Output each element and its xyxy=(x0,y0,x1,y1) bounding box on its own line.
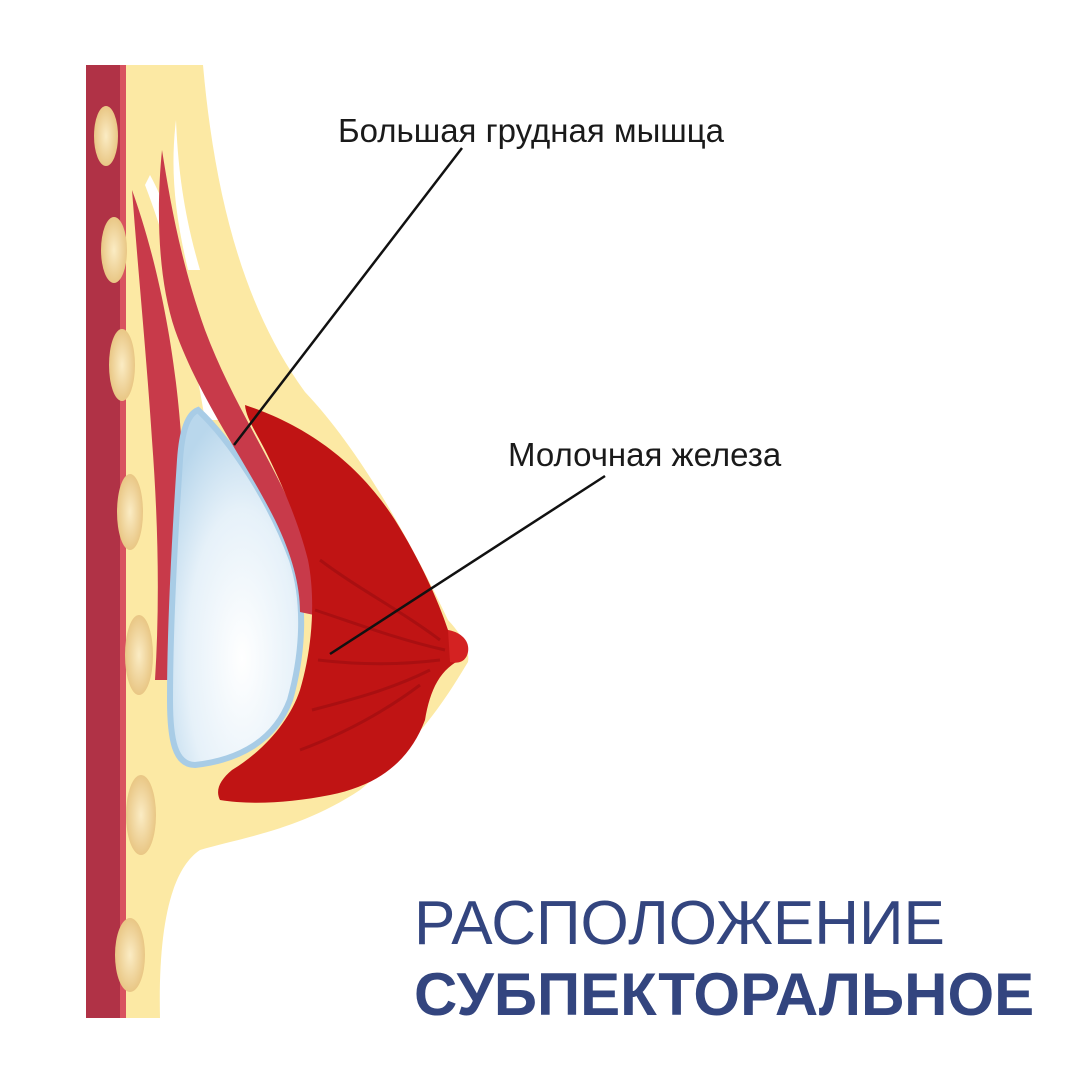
nipple xyxy=(448,630,469,663)
leader-line-gland xyxy=(329,474,606,656)
rib xyxy=(101,217,127,283)
rib xyxy=(125,615,153,695)
rib xyxy=(126,775,156,855)
pectoralis-minor xyxy=(132,190,184,680)
rib xyxy=(117,474,143,550)
chest-wall xyxy=(86,65,122,1018)
gland-lobules xyxy=(299,558,446,752)
caption-placement-label: РАСПОЛОЖЕНИЕ xyxy=(414,889,945,958)
leader-line-pectoral xyxy=(233,147,463,446)
rib xyxy=(94,106,118,166)
mammary-gland-label: Молочная железа xyxy=(508,436,782,473)
pectoralis-major xyxy=(158,150,317,615)
rib xyxy=(109,329,135,401)
pectoral-muscle-label: Большая грудная мышца xyxy=(338,112,725,149)
ribs xyxy=(94,106,156,992)
mammary-gland xyxy=(218,405,465,803)
caption-placement-type: СУБПЕКТОРАЛЬНОЕ xyxy=(414,961,1035,1028)
rib xyxy=(115,918,145,992)
